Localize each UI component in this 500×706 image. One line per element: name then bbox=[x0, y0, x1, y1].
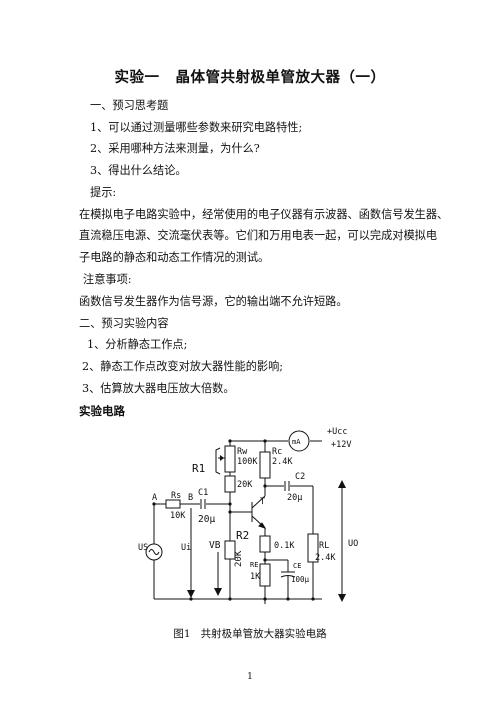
label-12v: +12V bbox=[331, 440, 351, 450]
label-ucc: +Ucc bbox=[327, 427, 347, 437]
caption-number: 图1 bbox=[173, 628, 191, 640]
label-20k-top: 20K bbox=[237, 480, 253, 490]
content-2: 2、静态工作点改变对放大器性能的影响; bbox=[82, 360, 284, 373]
question-2: 2、采用哪种方法来测量，为什么? bbox=[90, 142, 260, 155]
hint-label: 提示: bbox=[90, 186, 117, 199]
figure-caption: 图1 共射极单管放大器实验电路 bbox=[0, 626, 500, 641]
label-re: RE bbox=[250, 561, 258, 569]
label-rw-value: 100K bbox=[237, 457, 258, 467]
notice-label: 注意事项: bbox=[83, 273, 132, 286]
label-uo: UO bbox=[348, 539, 358, 549]
label-rl-value: 2.4K bbox=[315, 553, 336, 563]
question-3: 3、得出什么结论。 bbox=[90, 164, 187, 177]
label-b: B bbox=[188, 493, 193, 503]
page-number: 1 bbox=[247, 672, 253, 682]
title-number: 实验一 bbox=[114, 70, 160, 86]
label-ce-value: 100µ bbox=[291, 575, 310, 584]
amplifier-circuit-diagram: +Ucc +12V mA Rw 100K R1 20K Rc 2.4K C2 2… bbox=[138, 427, 358, 604]
label-rs-value: 10K bbox=[170, 511, 186, 521]
circuit-heading: 实验电路 bbox=[79, 404, 125, 418]
label-vb: VB bbox=[209, 540, 221, 551]
label-r2: R2 bbox=[236, 529, 249, 542]
hint-line-3: 子电路的静态和动态工作情况的测试。 bbox=[79, 251, 270, 264]
label-ma: mA bbox=[292, 438, 301, 446]
label-r2-value: 20K bbox=[234, 550, 244, 567]
label-c1: C1 bbox=[198, 488, 208, 498]
page-title: 实验一晶体管共射极单管放大器（一） bbox=[0, 66, 500, 87]
question-1: 1、可以通过测量哪些参数来研究电路特性; bbox=[90, 121, 303, 134]
label-c1-value: 20µ bbox=[198, 514, 215, 525]
notice-text: 函数信号发生器作为信号源，它的输出端不允许短路。 bbox=[79, 295, 348, 308]
content-3: 3、估算放大器电压放大倍数。 bbox=[82, 382, 235, 395]
label-us: US bbox=[138, 543, 148, 553]
label-rl: RL bbox=[319, 541, 329, 551]
section-heading-content: 二、预习实验内容 bbox=[79, 317, 169, 330]
label-c2: C2 bbox=[295, 472, 305, 482]
hint-line-1: 在模拟电子电路实验中，经常使用的电子仪器有示波器、函数信号发生器、 bbox=[79, 208, 449, 221]
label-ce: CE bbox=[293, 562, 301, 570]
title-text: 晶体管共射极单管放大器（一） bbox=[175, 70, 386, 86]
label-rs: Rs bbox=[171, 491, 181, 501]
caption-text: 共射极单管放大器实验电路 bbox=[200, 628, 327, 640]
label-rc: Rc bbox=[272, 447, 282, 457]
label-c2-value: 20µ bbox=[287, 493, 302, 503]
content-1: 1、分析静态工作点; bbox=[87, 338, 188, 351]
label-t: T bbox=[260, 497, 265, 507]
label-re-value: 1K bbox=[250, 572, 261, 582]
label-rc-value: 2.4K bbox=[272, 457, 293, 467]
label-r1: R1 bbox=[192, 462, 205, 475]
label-a: A bbox=[152, 493, 157, 503]
label-r01: 0.1K bbox=[274, 541, 295, 551]
label-rw: Rw bbox=[237, 447, 248, 457]
section-heading-preview: 一、预习思考题 bbox=[90, 99, 169, 112]
label-ui: Ui bbox=[181, 543, 191, 553]
hint-line-2: 直流稳压电源、交流毫伏表等。它们和万用电表一起，可以完成对模拟电 bbox=[79, 229, 438, 242]
